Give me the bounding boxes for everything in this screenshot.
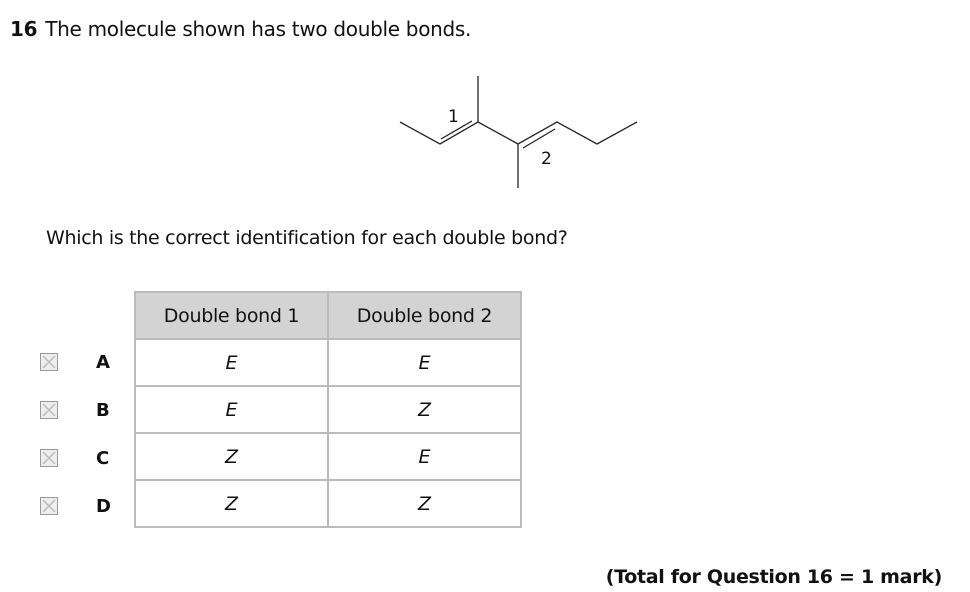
option-letter: C [96,447,110,469]
cross-box-icon [42,499,56,513]
option-letter: B [96,399,110,421]
option-letter: D [96,495,111,517]
option-b[interactable]: B [40,400,110,421]
cell-d-bond2: Z [327,479,522,528]
cell-c-bond2: E [327,432,522,481]
carbon-chain [399,121,638,145]
total-marks: (Total for Question 16 = 1 mark) [605,566,943,588]
option-letter: A [96,351,110,373]
cell-c-bond1: Z [134,432,329,481]
cell-b-bond1: E [134,385,329,434]
bond-label-1: 1 [448,107,459,127]
header-bond-2: Double bond 2 [327,291,522,340]
question-text: The molecule shown has two double bonds. [45,17,472,41]
option-a-checkbox[interactable] [40,353,58,371]
option-c[interactable]: C [40,448,109,469]
cell-b-bond2: Z [327,385,522,434]
bond-label-2: 2 [541,149,552,169]
cross-box-icon [42,403,56,417]
double-bond-1-line [440,120,473,140]
option-a[interactable]: A [40,352,110,373]
cell-a-bond2: E [327,338,522,387]
cell-d-bond1: Z [134,479,329,528]
option-c-checkbox[interactable] [40,449,58,467]
option-d-checkbox[interactable] [40,497,58,515]
prompt-text: Which is the correct identification for … [46,227,568,249]
question-number: 16 [10,17,38,41]
double-bond-2-line [522,128,556,149]
option-b-checkbox[interactable] [40,401,58,419]
question-heading: 16 The molecule shown has two double bond… [10,17,471,41]
option-d[interactable]: D [40,496,111,517]
cross-box-icon [42,451,56,465]
header-bond-1: Double bond 1 [134,291,329,340]
cross-box-icon [42,355,56,369]
cell-a-bond1: E [134,338,329,387]
table-header-row: Double bond 1 Double bond 2 [134,291,522,340]
molecule-diagram: 1 2 [399,76,638,188]
